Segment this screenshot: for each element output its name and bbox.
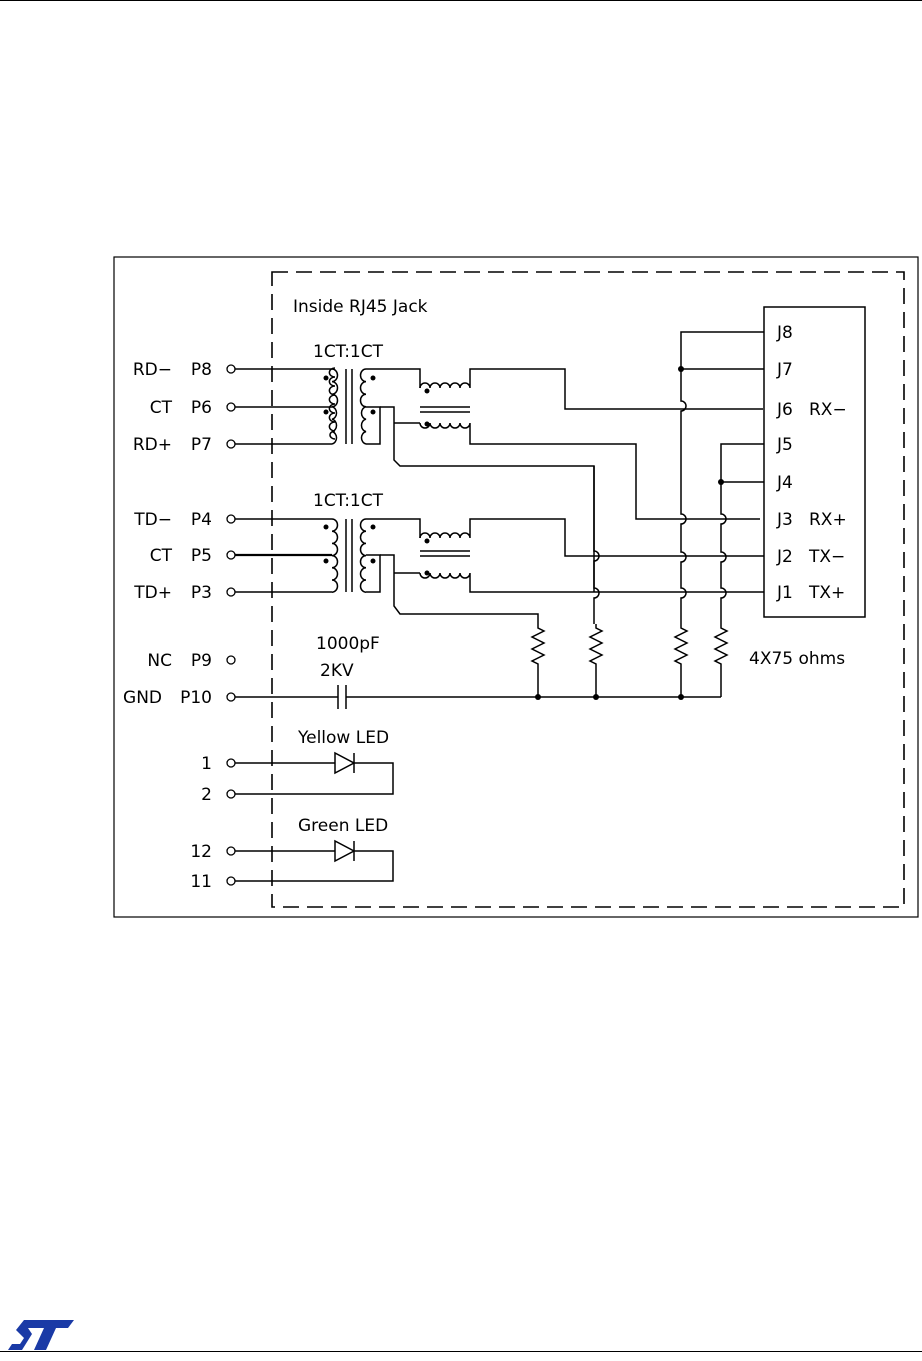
jack-signal: RX− [809,400,847,420]
pin-number: P4 [191,510,212,530]
pin-number: P7 [191,435,212,455]
pin-name: CT [150,546,173,566]
pin-number: P9 [191,651,212,671]
jack-pin: J3 [776,510,793,530]
jack-pin: J7 [776,360,793,380]
led-label: Green LED [298,816,388,836]
footer-rule [0,1351,922,1352]
box-label: Inside RJ45 Jack [293,297,428,317]
pin-name: TD− [133,510,172,530]
header-rule [0,0,922,1]
jack-connector [763,306,866,618]
pin-name: TD+ [133,583,172,603]
jack-pin: J8 [776,323,793,343]
led-pin: 2 [201,785,212,805]
jack-pin: J6 [776,400,793,420]
rj45-jack-boundary [271,271,905,908]
led-pin: 12 [190,842,212,862]
pin-number: P8 [191,360,212,380]
jack-pin: J5 [776,435,793,455]
pin-number: P5 [191,546,212,566]
pin-terminals [226,364,236,886]
pin-name: RD+ [133,435,172,455]
wiring [235,331,764,882]
jack-signal: TX+ [808,583,845,603]
jack-signal: RX+ [809,510,847,530]
capacitor-value: 1000pF [316,634,380,654]
transformer-label: 1CT:1CT [313,491,384,511]
capacitor-rating: 2KV [320,661,354,681]
transformer-label: 1CT:1CT [313,342,384,362]
jack-pin: J2 [776,547,793,567]
jack-pin: J1 [776,583,793,603]
st-logo [8,1320,74,1350]
led-pin: 11 [190,872,212,892]
pin-name: GND [123,688,162,708]
led-pin: 1 [201,754,212,774]
pin-number: P10 [180,688,212,708]
jack-signal: TX− [808,547,845,567]
pin-name: RD− [133,360,172,380]
pin-number: P6 [191,398,212,418]
resistors-label: 4X75 ohms [749,649,845,669]
pin-name: CT [150,398,173,418]
pin-name: NC [147,651,172,671]
led-label: Yellow LED [297,728,389,748]
junction-dots [323,366,724,700]
left-pin-labels: RD− P8 CT P6 RD+ P7 TD− P4 CT P5 TD+ P3 … [123,360,212,708]
figure-frame [113,256,919,918]
pin-number: P3 [191,583,212,603]
jack-pin-labels: J8 J7 J6 RX− J5 J4 J3 RX+ J2 TX− J1 TX+ [776,323,847,603]
jack-pin: J4 [776,473,793,493]
